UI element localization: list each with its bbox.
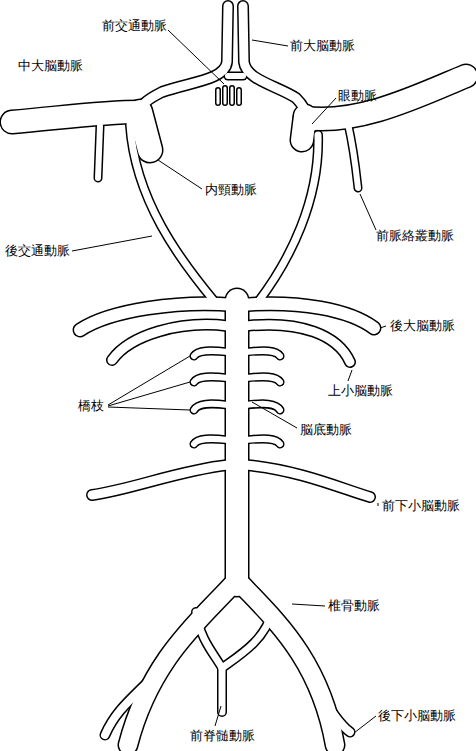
artery-label: 前大脳動脈 bbox=[290, 38, 355, 54]
artery-lumen bbox=[246, 325, 350, 362]
artery-lumen bbox=[128, 585, 232, 745]
leader-line bbox=[348, 370, 352, 381]
leader-line bbox=[378, 503, 379, 506]
artery-label: 後大脳動脈 bbox=[390, 318, 455, 334]
artery-outline bbox=[222, 88, 228, 103]
leader-line bbox=[72, 236, 152, 251]
leader-line bbox=[168, 30, 224, 84]
leader-line bbox=[380, 326, 386, 328]
artery-lumen bbox=[348, 124, 358, 188]
artery-label: 内頸動脈 bbox=[205, 182, 257, 198]
artery-lumen bbox=[222, 612, 272, 668]
leader-line bbox=[292, 604, 325, 606]
artery-outline bbox=[98, 126, 100, 178]
artery-outline bbox=[246, 439, 280, 444]
artery-lumen bbox=[243, 6, 306, 116]
artery-outline bbox=[236, 90, 242, 103]
artery-lumen bbox=[130, 125, 215, 302]
artery-outline bbox=[246, 377, 280, 382]
artery-label: 橋枝 bbox=[78, 398, 104, 414]
artery-lumen bbox=[12, 112, 140, 122]
leader-line bbox=[158, 160, 202, 189]
artery-label: 上小脳動脈 bbox=[328, 383, 393, 399]
artery-outline bbox=[228, 72, 243, 81]
artery-outline bbox=[196, 612, 222, 712]
artery-lumen bbox=[258, 135, 318, 302]
artery-lumen bbox=[246, 404, 280, 410]
artery-lumen bbox=[112, 325, 228, 360]
artery-lumen bbox=[228, 73, 243, 79]
artery-outline bbox=[242, 585, 335, 745]
artery-outline bbox=[246, 404, 280, 410]
artery-label: 前下小脳動脈 bbox=[382, 498, 460, 514]
leader-line bbox=[312, 98, 336, 124]
artery-label: 眼動脈 bbox=[338, 88, 377, 104]
artery-lumen bbox=[196, 612, 222, 712]
artery-label: 椎骨動脈 bbox=[328, 598, 380, 614]
artery-lumen bbox=[318, 690, 350, 732]
artery-outline bbox=[194, 439, 228, 444]
artery-outline bbox=[246, 325, 350, 362]
artery-lumen bbox=[140, 112, 150, 150]
leader-line bbox=[108, 356, 190, 405]
leader-line bbox=[108, 382, 190, 406]
artery-outline bbox=[258, 135, 318, 302]
artery-outline bbox=[92, 465, 228, 495]
artery-label: 脳底動脈 bbox=[300, 422, 352, 438]
artery-label: 前交通動脈 bbox=[102, 18, 167, 34]
artery-lumen bbox=[238, 90, 241, 103]
artery-outline bbox=[348, 124, 358, 188]
artery-lumen bbox=[231, 88, 234, 103]
artery-label: 後下小脳動脈 bbox=[378, 708, 456, 724]
artery-lumen bbox=[194, 404, 228, 410]
leader-line bbox=[360, 194, 376, 230]
artery-label: 前脊髄動脈 bbox=[190, 728, 255, 744]
artery-lumen bbox=[246, 439, 280, 444]
artery-outline bbox=[140, 112, 150, 150]
artery-outline bbox=[229, 88, 235, 103]
artery-label: 後交通動脈 bbox=[5, 243, 70, 259]
artery-lumen bbox=[105, 680, 150, 735]
artery-outline bbox=[246, 351, 280, 356]
artery-outline bbox=[112, 325, 228, 360]
leader-line bbox=[252, 402, 297, 428]
artery-lumen bbox=[298, 118, 314, 128]
artery-outline bbox=[128, 585, 232, 745]
artery-lumen bbox=[194, 351, 228, 356]
artery-lumen bbox=[194, 377, 228, 382]
artery-lumen bbox=[224, 88, 227, 103]
artery-lumen bbox=[246, 465, 370, 497]
artery-outline bbox=[243, 6, 306, 116]
leader-line bbox=[215, 706, 221, 726]
artery-label: 中大脳動脈 bbox=[18, 58, 83, 74]
artery-lumen bbox=[305, 76, 466, 119]
artery-lumen bbox=[194, 439, 228, 444]
leader-line bbox=[354, 716, 376, 733]
artery-lumen bbox=[246, 377, 280, 382]
artery-label: 前脈絡叢動脈 bbox=[376, 228, 454, 244]
artery-outline bbox=[246, 465, 370, 497]
leader-line bbox=[252, 40, 288, 46]
artery-outline bbox=[12, 112, 140, 122]
artery-lumen bbox=[242, 585, 335, 745]
artery-lumen bbox=[217, 90, 220, 103]
artery-outline bbox=[305, 76, 466, 119]
artery-outline bbox=[194, 377, 228, 382]
artery-lumen bbox=[246, 351, 280, 356]
artery-lumen bbox=[92, 465, 228, 495]
leader-line bbox=[108, 407, 190, 410]
artery-outline bbox=[194, 404, 228, 410]
artery-outline bbox=[194, 351, 228, 356]
artery-outline bbox=[215, 90, 221, 103]
artery-lumen bbox=[98, 126, 100, 178]
